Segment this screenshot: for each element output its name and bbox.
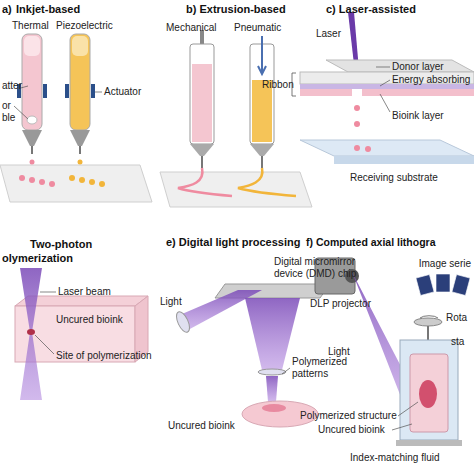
part-label: Mechanical xyxy=(166,22,217,34)
part-label: Rota xyxy=(446,312,467,324)
part-label: Energy absorbing xyxy=(392,74,470,86)
part-label: Digital micromirror device (DMD) chip xyxy=(274,256,384,280)
part-label: Image serie xyxy=(419,258,471,270)
part-label: Index-matching fluid xyxy=(350,452,440,464)
part-label: Uncured bioink xyxy=(318,424,385,436)
part-label: atter xyxy=(2,80,22,92)
part-label: Light xyxy=(160,296,182,308)
part-label: Laser xyxy=(316,28,341,40)
panel-title: c) Laser-assisted xyxy=(326,3,416,16)
part-label: Polymerized patterns xyxy=(292,356,362,380)
part-label: Uncured bioink xyxy=(56,314,123,326)
part-label: Pneumatic xyxy=(234,22,281,34)
part-label: ble xyxy=(2,112,15,124)
part-label: Laser beam xyxy=(58,286,111,298)
part-label: Bioink layer xyxy=(392,110,444,122)
panel-title: b) Extrusion-based xyxy=(186,3,286,16)
panel-title: e) Digital light processing xyxy=(166,236,300,249)
part-label: Ribbon xyxy=(262,79,294,91)
part-label: Light xyxy=(328,346,350,358)
part-label: DLP projector xyxy=(310,298,371,310)
panel-title: olymerization xyxy=(2,252,73,265)
part-label: Thermal xyxy=(12,20,49,32)
part-label: Uncured bioink xyxy=(168,420,235,432)
panel-title: a) xyxy=(2,3,12,16)
part-label: Donor layer xyxy=(392,61,444,73)
panel-title: Two-photon xyxy=(30,238,92,251)
part-label: Receiving substrate xyxy=(350,172,438,184)
part-label: Piezoelectric xyxy=(56,20,113,32)
panel-title: Inkjet-based xyxy=(16,3,80,16)
part-label: Site of polymerization xyxy=(56,350,152,362)
part-label: Actuator xyxy=(104,86,141,98)
part-label: sta xyxy=(451,336,464,348)
part-label: or xyxy=(2,100,11,112)
part-label: Polymerized structure xyxy=(300,410,397,422)
panel-title: f) Computed axial lithogra xyxy=(306,236,436,249)
